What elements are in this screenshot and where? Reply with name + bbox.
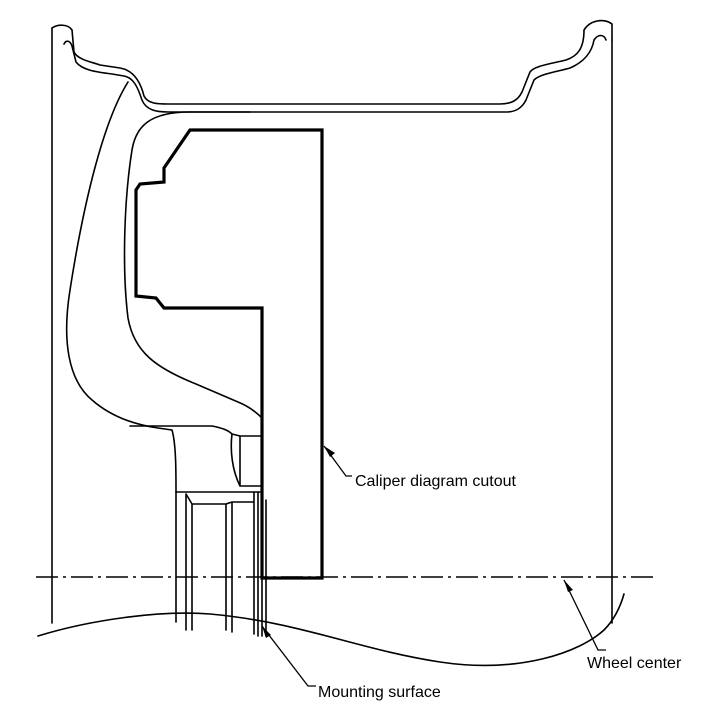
caliper-leader-line	[323, 445, 352, 477]
hub-pocket	[129, 425, 263, 493]
caliper-leader-arrowhead	[324, 446, 335, 457]
wheel-spoke-inner-contour	[123, 111, 263, 419]
mounting-surface-label: Mounting surface	[318, 684, 441, 701]
wheel-center-leader-line	[563, 579, 606, 651]
wheel-center-label: Wheel center	[587, 655, 682, 672]
wheel-spoke-outer-contour	[65, 81, 177, 493]
section-break-curve	[37, 593, 625, 667]
rim-profile-inner	[63, 34, 607, 113]
mounting-surface-leader-arrowhead	[262, 626, 271, 638]
caliper-cutout-outline[interactable]	[134, 128, 324, 580]
mounting-surface-face	[257, 491, 267, 637]
caliper-label: Caliper diagram cutout	[355, 473, 517, 490]
wheel-center-leader-arrowhead	[564, 580, 573, 592]
rim-profile-outer	[51, 19, 613, 105]
hub-vertical-lines	[175, 491, 255, 635]
mounting-surface-leader-line	[261, 625, 316, 687]
